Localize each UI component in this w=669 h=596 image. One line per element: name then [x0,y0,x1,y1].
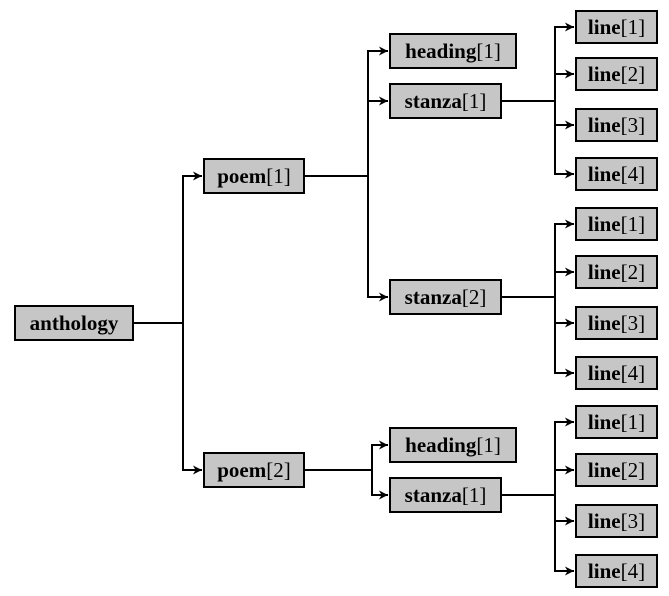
node-poem-1-heading-1: heading[1] [389,33,517,69]
node-label: line [587,259,621,284]
node-index: [3] [620,310,646,335]
node-index: [4] [620,558,646,583]
node-poem-1: poem[1] [203,158,305,194]
node-index: [2] [620,61,646,86]
node-index: [3] [620,112,646,137]
node-label: line [587,310,621,335]
node-index: [1] [461,482,487,507]
node-poem-1-stanza-2: stanza[2] [389,279,502,315]
node-poem-2-heading-1: heading[1] [389,427,517,463]
node-label: poem [217,163,267,188]
node-index: [2] [461,284,487,309]
node-poem-2: poem[2] [203,452,305,488]
node-poem-2-stanza-1-line-1: line[1] [575,405,658,439]
node-poem-1-stanza-2-line-2: line[2] [575,255,658,289]
node-label: line [587,558,621,583]
node-index: [2] [620,259,646,284]
node-label: line [587,112,621,137]
node-label: line [587,61,621,86]
node-label: stanza [404,88,462,113]
node-index: [4] [620,161,646,186]
node-index: [1] [476,432,501,457]
node-poem-2-stanza-1: stanza[1] [389,477,502,513]
node-label: line [587,508,621,533]
node-index: [1] [620,211,646,236]
node-poem-2-stanza-1-line-3: line[3] [575,504,658,538]
node-poem-1-stanza-1-line-1: line[1] [575,10,658,44]
node-index: [1] [461,88,487,113]
node-label: stanza [404,482,462,507]
node-label: line [587,360,621,385]
node-index: [2] [266,457,291,482]
node-poem-2-stanza-1-line-4: line[4] [575,554,658,588]
node-poem-1-stanza-2-line-4: line[4] [575,356,658,390]
node-anthology: anthology [14,305,134,341]
node-index: [4] [620,360,646,385]
node-poem-1-stanza-2-line-3: line[3] [575,306,658,340]
node-poem-1-stanza-1-line-2: line[2] [575,57,658,91]
node-label: line [587,457,621,482]
node-label: heading [405,38,477,63]
node-label: poem [217,457,267,482]
node-index: [1] [266,163,291,188]
node-index: [1] [476,38,501,63]
node-index: [3] [620,508,646,533]
node-label: line [587,211,621,236]
node-poem-2-stanza-1-line-2: line[2] [575,453,658,487]
node-poem-1-stanza-1-line-4: line[4] [575,157,658,191]
node-index: [2] [620,457,646,482]
node-label: line [587,161,621,186]
node-label: heading [405,432,477,457]
node-index: [1] [620,409,646,434]
node-poem-1-stanza-1-line-3: line[3] [575,108,658,142]
node-label: anthology [29,310,119,335]
node-label: line [587,409,621,434]
node-index: [1] [620,14,646,39]
node-poem-1-stanza-1: stanza[1] [389,83,502,119]
node-label: line [587,14,621,39]
node-poem-1-stanza-2-line-1: line[1] [575,207,658,241]
node-label: stanza [404,284,462,309]
